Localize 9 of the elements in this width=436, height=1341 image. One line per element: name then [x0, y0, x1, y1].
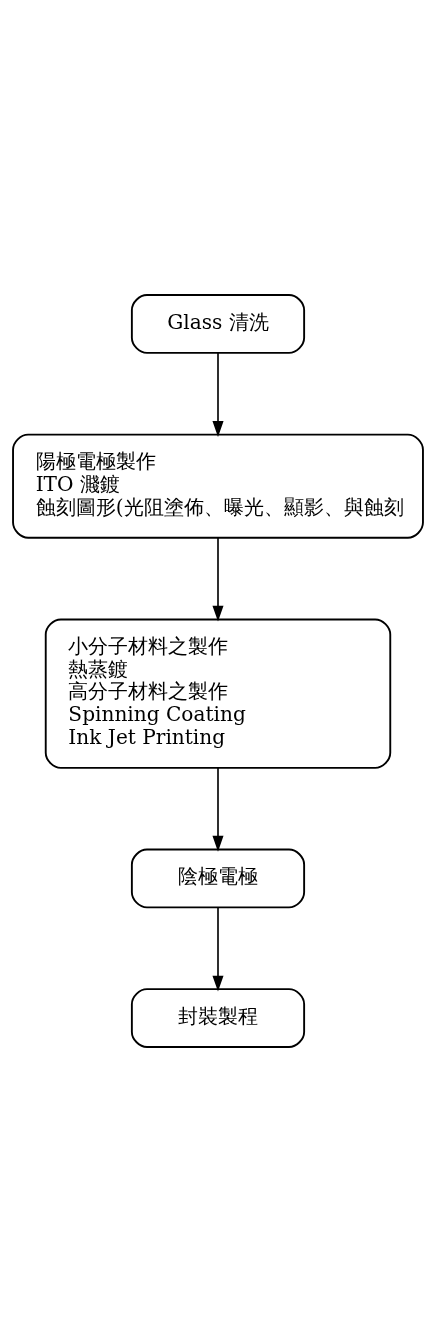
- arrow: [212, 351, 224, 437]
- arrow: [212, 906, 224, 992]
- node-box: 封裝製程: [130, 987, 306, 1048]
- node-box: 陽極電極製作 ITO 濺鍍 蝕刻圖形(光阻塗佈、曝光、顯影、與蝕刻: [12, 433, 424, 539]
- node-box: Glass 清洗: [130, 293, 306, 354]
- node-box: 小分子材料之製作 熱蒸鍍 高分子材料之製作 Spinning Coating Ink Jet Printing: [44, 618, 392, 769]
- arrow: [212, 766, 224, 852]
- node-box: 陰極電極: [130, 848, 306, 908]
- arrow: [212, 536, 224, 622]
